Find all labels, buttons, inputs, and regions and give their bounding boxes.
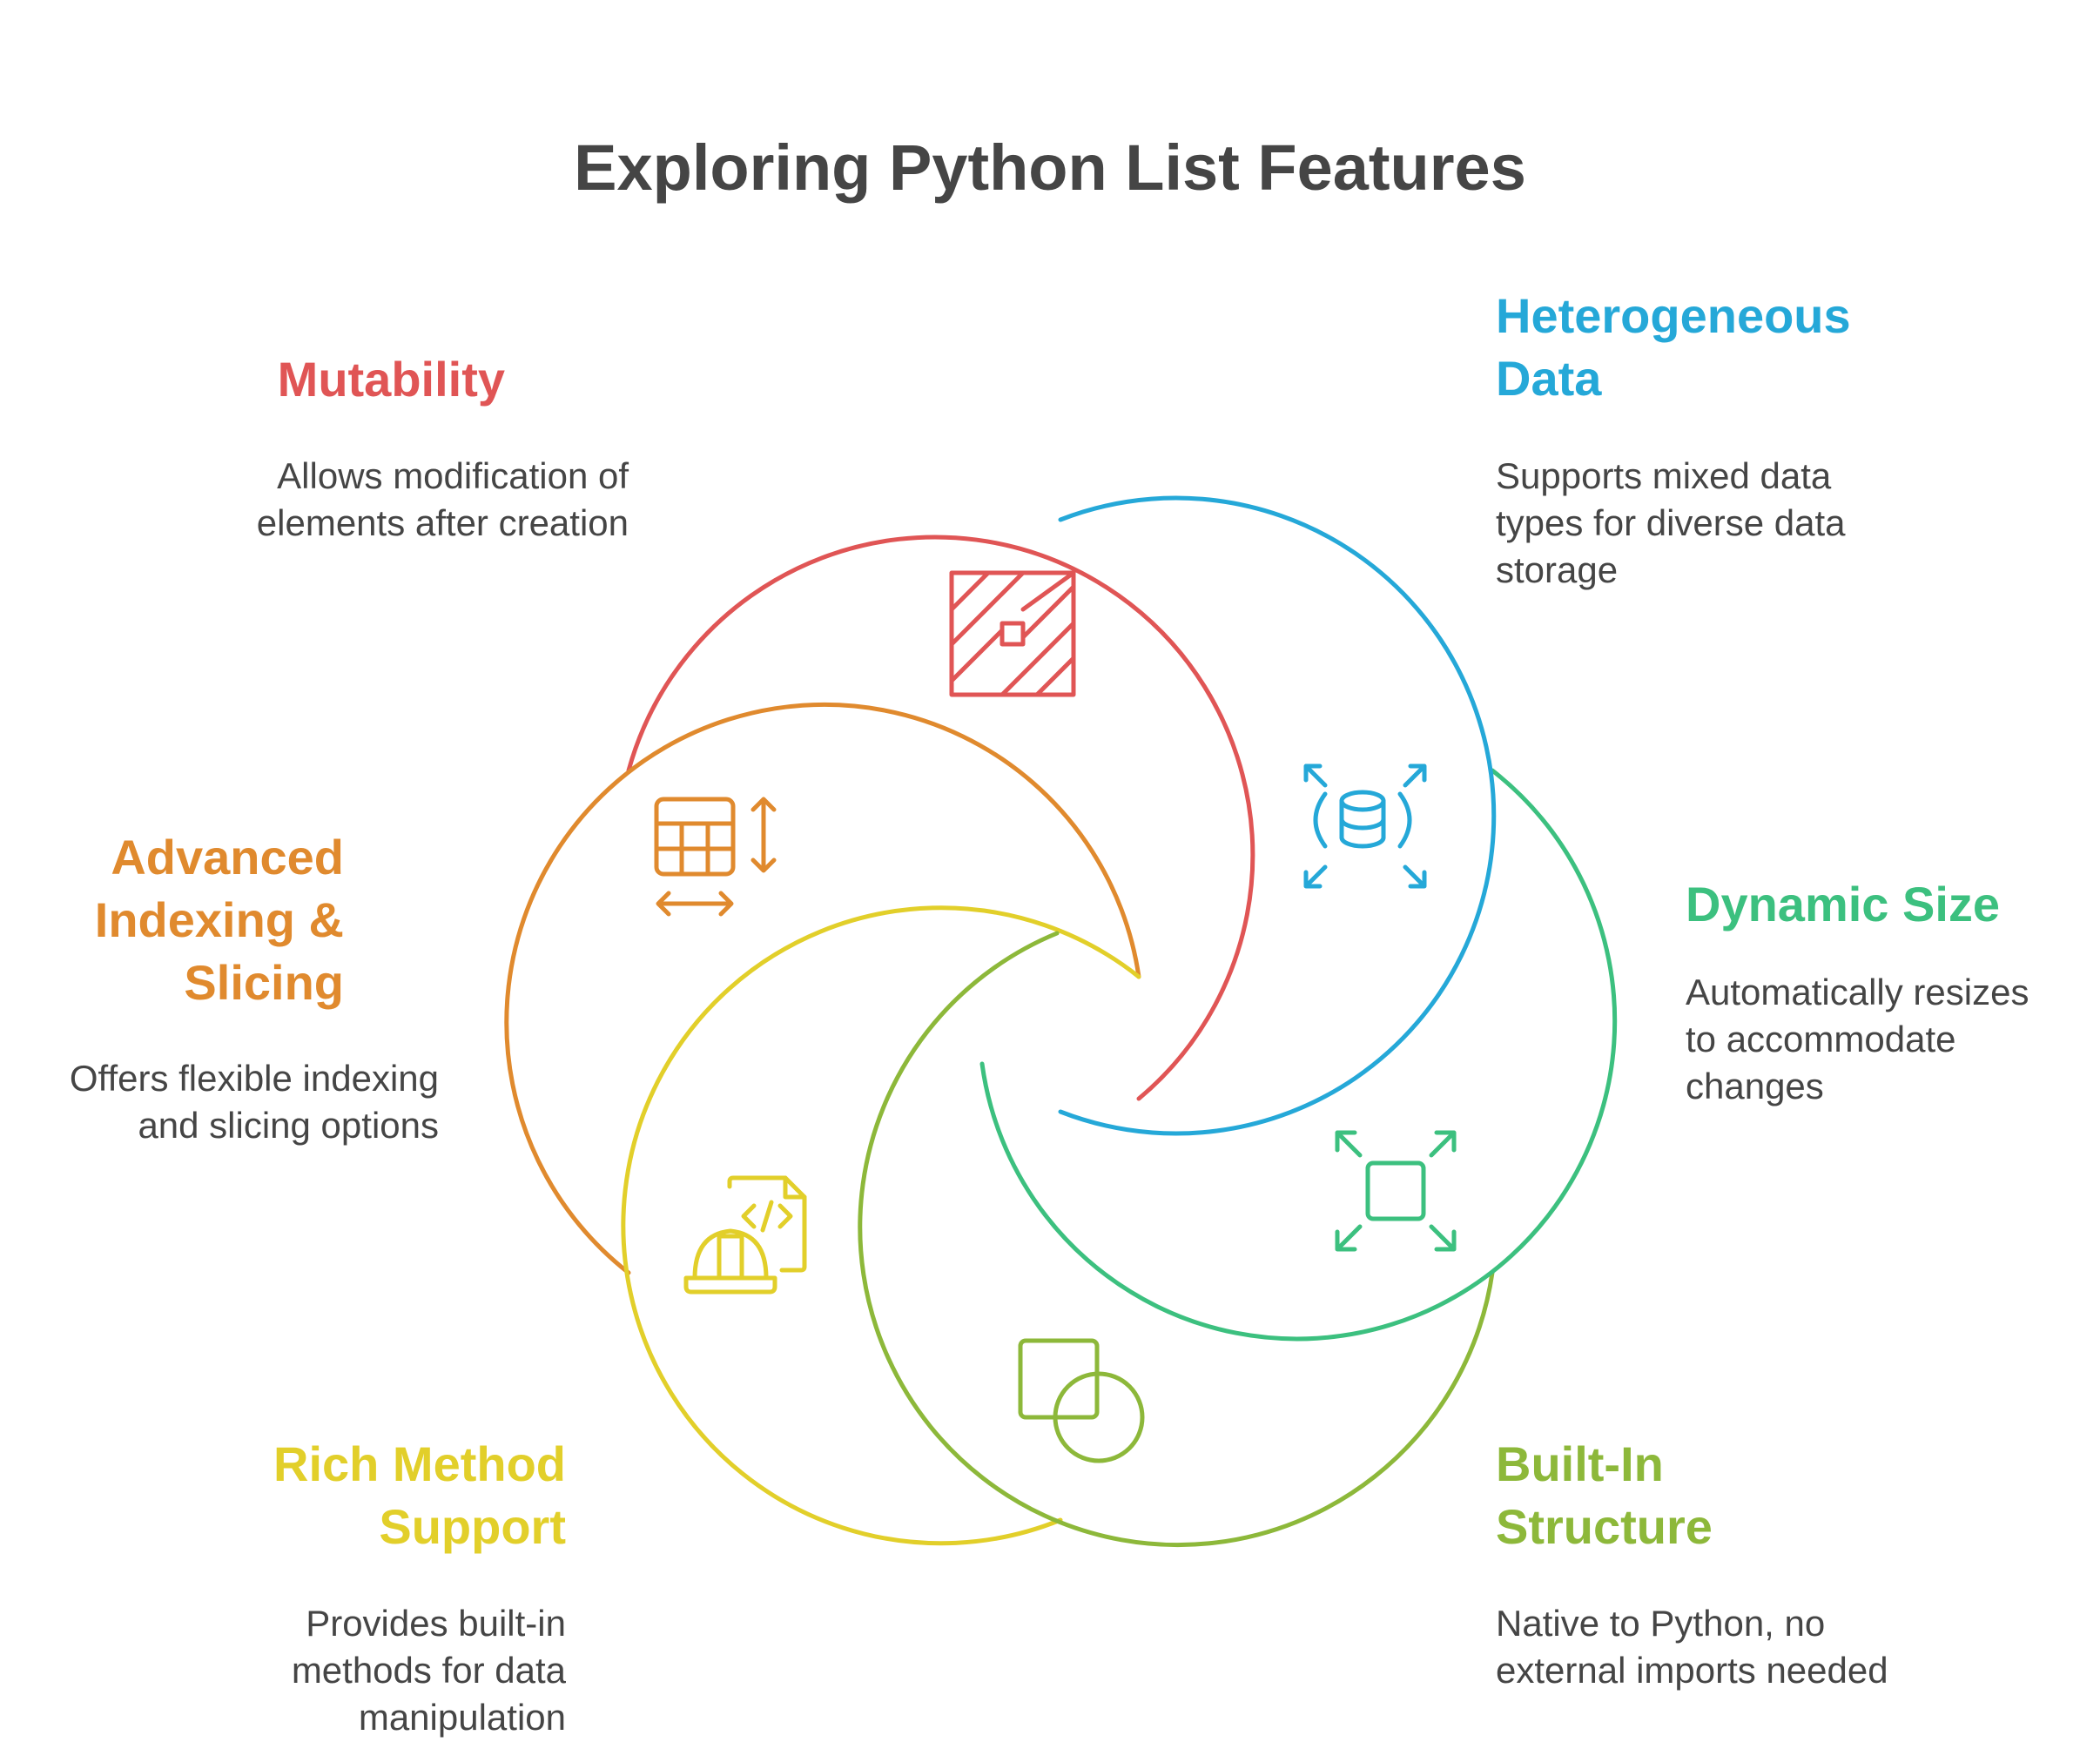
- dynamic-size-title: Dynamic Size: [1686, 877, 2001, 932]
- mutability-title: Mutability: [277, 352, 505, 407]
- shapes-icon: [1018, 1338, 1145, 1463]
- table-resize-icon: [654, 797, 777, 917]
- maximize-icon: [1335, 1130, 1457, 1252]
- dynamic-size-arc: [979, 768, 1618, 1342]
- built-in-title: Built-In Structure: [1496, 1436, 1713, 1554]
- rich-method-title: Rich Method Support: [273, 1436, 566, 1554]
- indexing-arc: [504, 702, 1141, 1275]
- built-in-description: Native to Python, no external imports ne…: [1496, 1603, 1888, 1691]
- heterogeneous-description: Supports mixed data types for diverse da…: [1496, 455, 1846, 590]
- heterogeneous-title: Heterogeneous Data: [1496, 288, 1851, 406]
- code-hardhat-icon: [683, 1175, 807, 1295]
- built-in-arc: [858, 931, 1495, 1548]
- indexing-description: Offers flexible indexing and slicing opt…: [69, 1058, 439, 1146]
- rich-method-arc: [621, 905, 1141, 1546]
- rich-method-description: Provides built-in methods for data manip…: [291, 1603, 566, 1738]
- resize-diagonal-icon: [949, 570, 1076, 697]
- mutability-arc: [626, 535, 1255, 1101]
- page-title: Exploring Python List Features: [574, 131, 1526, 204]
- database-expand-icon: [1303, 763, 1427, 889]
- indexing-title: Advanced Indexing & Slicing: [94, 830, 344, 1010]
- mutability-description: Allows modification of elements after cr…: [256, 455, 629, 543]
- heterogeneous-arc: [1058, 495, 1497, 1136]
- dynamic-size-description: Automatically resizes to accommodate cha…: [1686, 972, 2029, 1106]
